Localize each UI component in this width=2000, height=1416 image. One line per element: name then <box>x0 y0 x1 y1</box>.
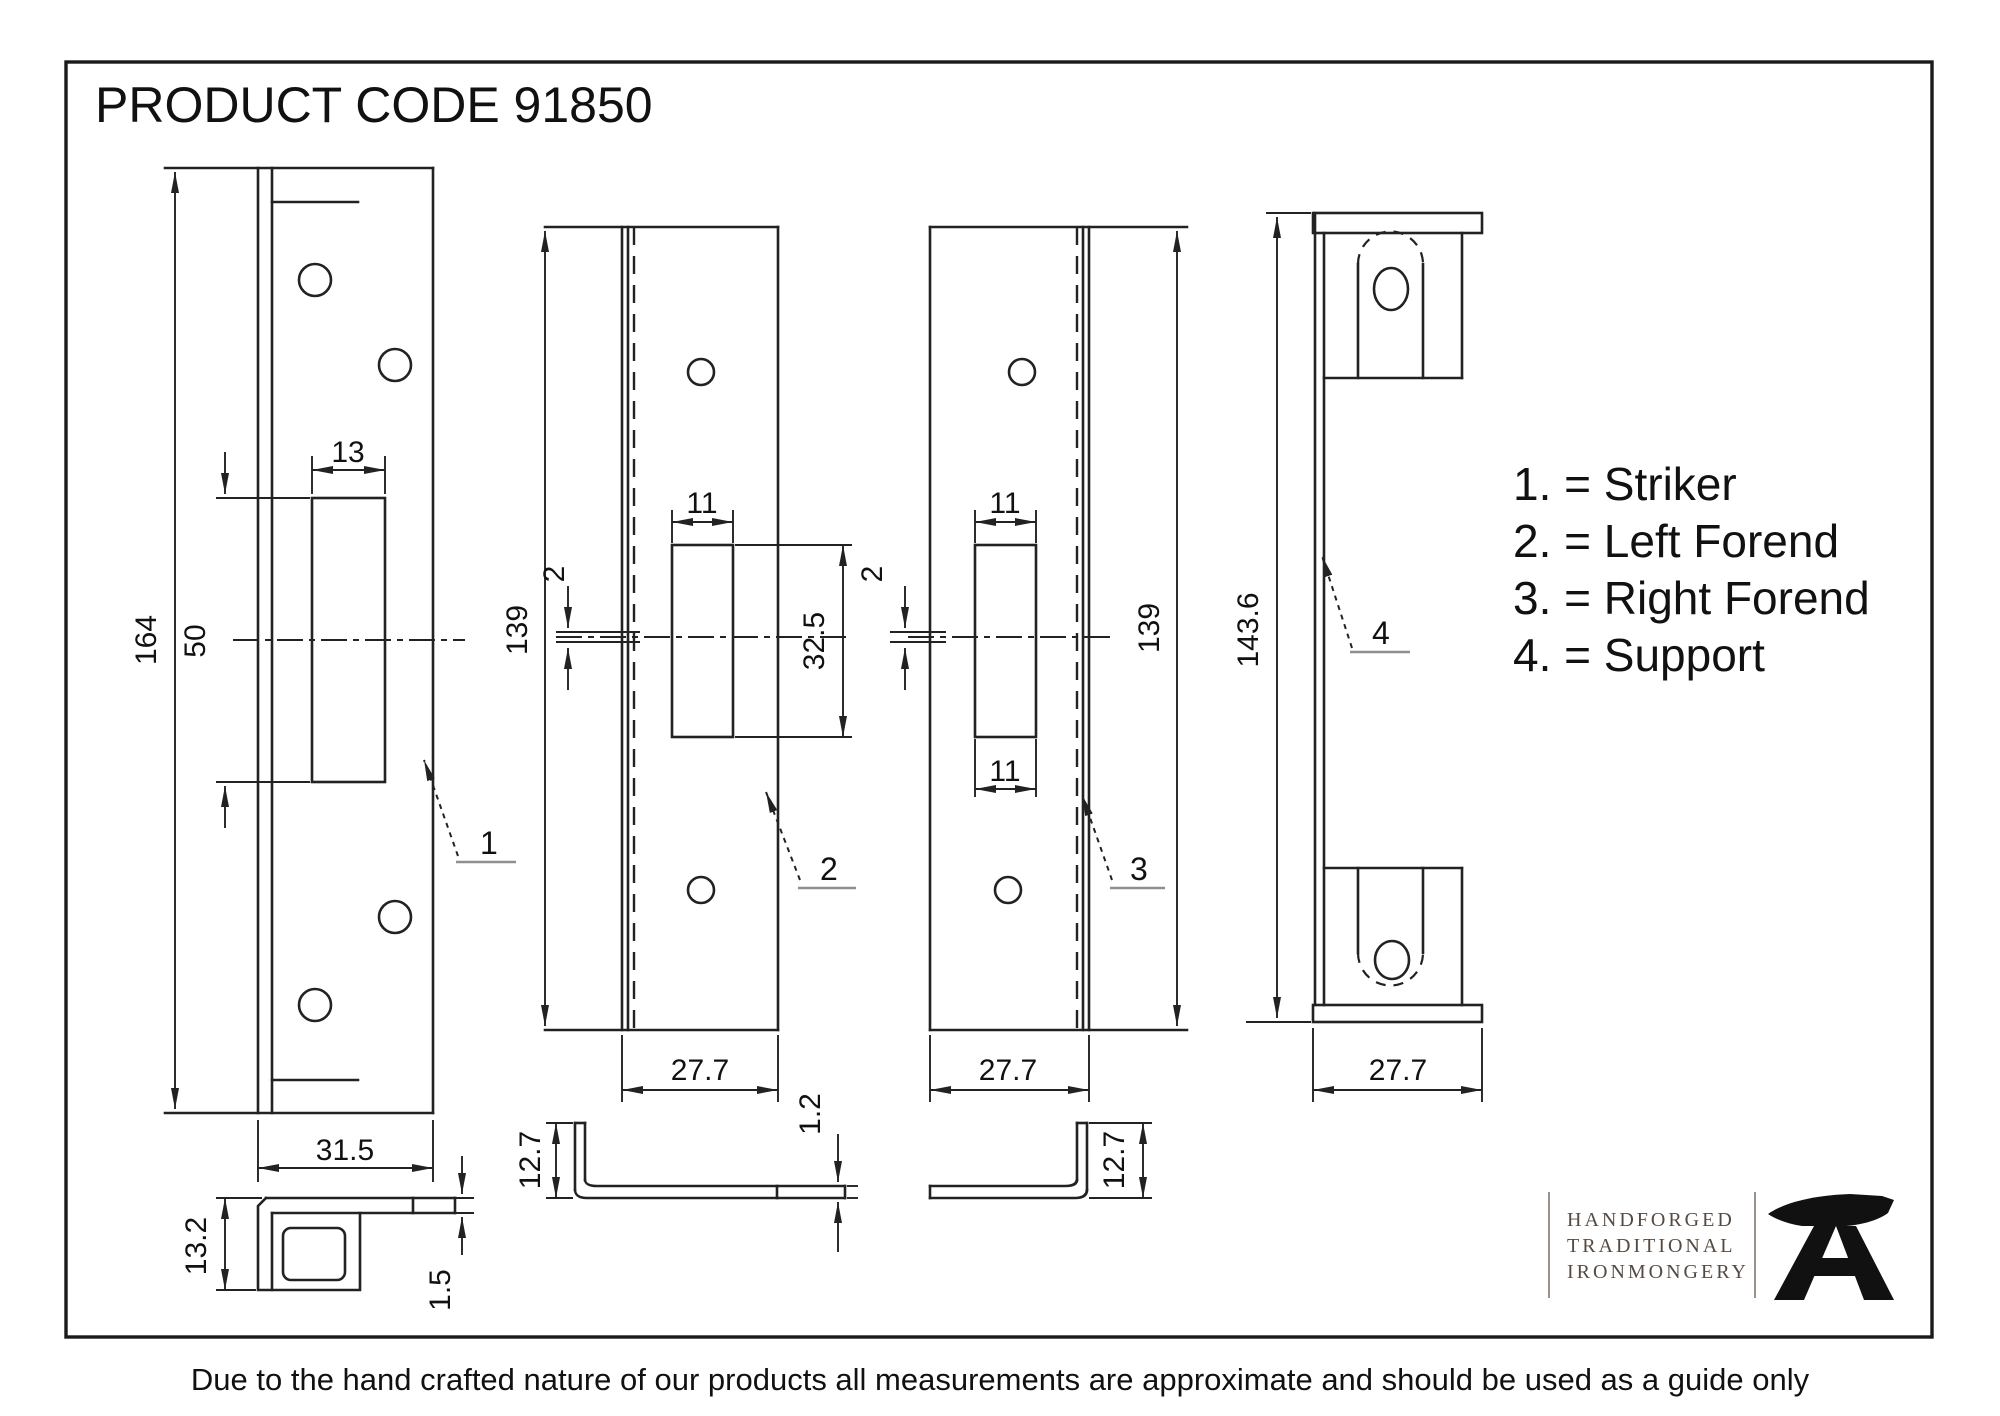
part-striker-view: 164 50 13 31.5 1 <box>130 166 516 1182</box>
screw-hole <box>377 347 413 383</box>
dim-right-forend-width: 27.7 <box>979 1054 1037 1087</box>
dim-right-forend-slot-width-bottom: 11 <box>989 755 1020 788</box>
dim-left-forend-lip: 12.7 <box>514 1131 547 1189</box>
screw-hole <box>297 262 333 298</box>
logo-text-line3: IRONMONGERY <box>1567 1261 1749 1283</box>
dim-support-width: 27.7 <box>1369 1054 1427 1087</box>
anvil-icon <box>1768 1194 1894 1300</box>
legend-item-left-forend: 2. = Left Forend <box>1513 515 1839 567</box>
screw-hole <box>993 875 1023 905</box>
logo-text-line2: TRADITIONAL <box>1567 1235 1736 1257</box>
legend: 1. = Striker 2. = Left Forend 3. = Right… <box>1513 458 1870 681</box>
brand-logo: HANDFORGED TRADITIONAL IRONMONGERY <box>1548 1192 1894 1300</box>
dim-left-forend-height: 139 <box>501 605 534 655</box>
logo-text-line1: HANDFORGED <box>1567 1209 1735 1231</box>
leader-left-forend: 2 <box>820 851 838 887</box>
dim-right-forend-offset: 2 <box>856 566 889 583</box>
leader-striker: 1 <box>480 825 498 861</box>
dim-right-forend-height: 139 <box>1133 603 1166 653</box>
part-support-view: 143.6 27.7 4 <box>1232 211 1484 1102</box>
keep-box-hole <box>281 1226 347 1282</box>
legend-item-striker: 1. = Striker <box>1513 458 1737 510</box>
disclaimer-text: Due to the hand crafted nature of our pr… <box>191 1362 1810 1397</box>
dim-support-height: 143.6 <box>1232 592 1265 667</box>
dim-striker-keep-depth: 13.2 <box>180 1217 213 1275</box>
forend-slot <box>670 543 735 739</box>
dim-left-forend-offset: 2 <box>538 566 571 583</box>
dim-striker-width: 31.5 <box>316 1134 374 1167</box>
screw-hole <box>377 899 413 935</box>
dim-right-forend-slot-width-top: 11 <box>989 487 1020 520</box>
dim-striker-cutout-height: 50 <box>179 624 212 657</box>
legend-item-right-forend: 3. = Right Forend <box>1513 572 1870 624</box>
drawing-border <box>64 60 1934 1339</box>
screw-hole <box>686 357 716 387</box>
page-title: PRODUCT CODE 91850 <box>95 77 653 133</box>
dim-left-forend-slot-width: 11 <box>686 487 717 520</box>
dim-striker-overall-height: 164 <box>130 615 163 665</box>
support-slot-hole <box>1373 939 1411 981</box>
leader-right-forend: 3 <box>1130 851 1148 887</box>
dim-right-forend-lip: 12.7 <box>1098 1131 1131 1189</box>
part-left-forend-profile: 12.7 1.2 <box>514 1093 858 1252</box>
forend-slot <box>973 543 1038 739</box>
screw-hole <box>297 987 333 1023</box>
part-right-forend-profile: 12.7 <box>928 1121 1152 1200</box>
dim-left-forend-slot-height: 32.5 <box>798 612 831 670</box>
dim-left-forend-width: 27.7 <box>671 1054 729 1087</box>
leader-support: 4 <box>1372 615 1390 651</box>
screw-hole <box>686 875 716 905</box>
screw-hole <box>1007 357 1037 387</box>
dim-striker-thickness: 1.5 <box>424 1269 457 1311</box>
dim-striker-cutout-width: 13 <box>331 436 364 469</box>
support-slot-hole <box>1372 266 1410 312</box>
part-right-forend-view: 139 11 11 2 27.7 3 <box>856 225 1189 1102</box>
part-striker-profile: 13.2 1.5 <box>180 1156 474 1311</box>
dim-left-forend-thickness: 1.2 <box>794 1093 827 1135</box>
part-left-forend-view: 139 11 2 32.5 27.7 2 <box>501 225 856 1102</box>
legend-item-support: 4. = Support <box>1513 629 1765 681</box>
